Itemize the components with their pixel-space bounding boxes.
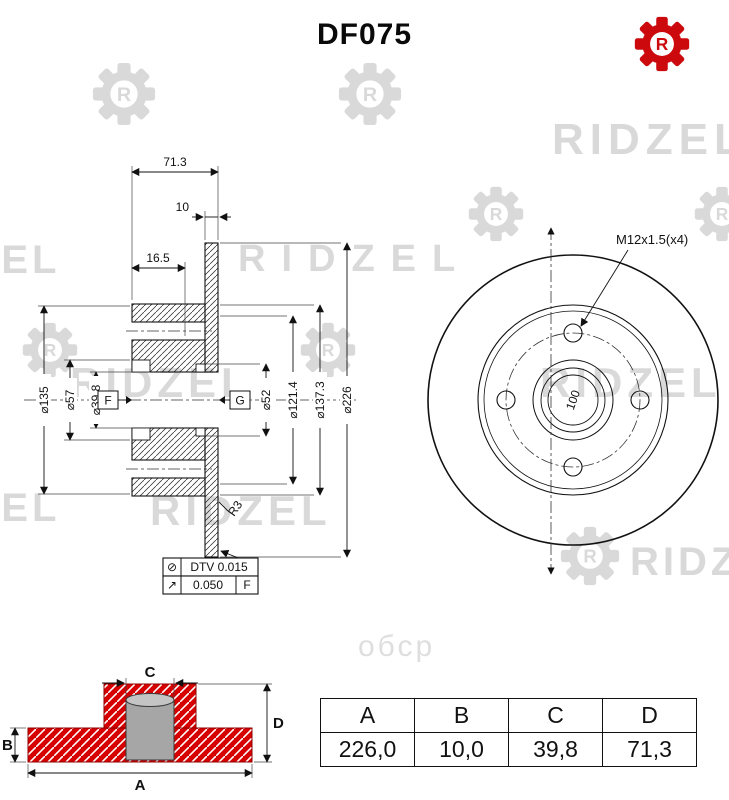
table-header-a: A (320, 698, 415, 733)
dimension-schematic: C D B A (2, 664, 284, 794)
dim-total-width: 71.3 (163, 155, 187, 169)
right-dimensions: G ⌀52 ⌀121.4 ⌀137.3 ⌀226 (206, 242, 354, 558)
bolt-circle (505, 332, 641, 468)
schematic-label-b: B (2, 737, 13, 754)
table-header-d: D (602, 698, 697, 733)
schematic-dimensions: C D B A (2, 664, 284, 794)
tolerance-2-symbol: ↗ (167, 578, 177, 592)
dim-dia-226: ⌀226 (340, 386, 354, 414)
section-outline (131, 242, 219, 558)
photo-watermark-text: обср (358, 630, 436, 663)
dim-dia-135: ⌀135 (37, 386, 51, 414)
front-view-circles (427, 254, 719, 546)
dim-dia-121-4: ⌀121.4 (286, 381, 300, 419)
table-header-b: B (414, 698, 509, 733)
bolt-holes (496, 323, 650, 477)
radius-note-label: R3 (225, 498, 245, 519)
table-header-row: A B C D (320, 698, 697, 733)
thread-spec-label: M12x1.5(x4) (616, 232, 688, 247)
dim-disc-thickness: 10 (176, 200, 190, 214)
watermark-text: RIDZEL (630, 540, 729, 584)
schematic-bore-top (125, 693, 175, 707)
schematic-bore-cylinder (125, 699, 175, 761)
pcd-label: 100 (563, 388, 583, 412)
table-value-c: 39,8 (508, 732, 603, 767)
section-view: 71.3 10 16.5 ⌀135 ⌀57 (24, 155, 356, 595)
part-number-title: DF075 (316, 18, 413, 51)
table-header-c: C (508, 698, 603, 733)
schematic-label-c: C (145, 664, 156, 681)
schematic-label-a: A (135, 777, 146, 794)
top-dimensions: 71.3 10 16.5 (131, 155, 231, 336)
bore-steps (131, 359, 206, 441)
datum-g-label: G (235, 394, 244, 408)
tolerance-frames: ⊘ DTV 0.015 ↗ 0.050 F (162, 549, 259, 595)
dimensions-table: A B C D 226,0 10,0 39,8 71,3 (320, 698, 697, 767)
dim-dia-52: ⌀52 (259, 389, 273, 410)
dim-dia-57: ⌀57 (63, 389, 77, 410)
left-dimensions: ⌀135 ⌀57 ⌀39.8 F (37, 305, 150, 495)
brand-gear-logo-icon (634, 16, 690, 72)
watermark-text: RIDZEL (0, 238, 61, 282)
table-value-a: 226,0 (320, 732, 415, 767)
datum-f-label: F (104, 394, 111, 408)
tolerance-1-value: DTV 0.015 (190, 560, 248, 574)
schematic-label-d: D (273, 715, 284, 732)
radius-note: R3 (218, 498, 245, 519)
table-value-d: 71,3 (602, 732, 697, 767)
table-value-row: 226,0 10,0 39,8 71,3 (320, 732, 697, 767)
dim-hub-depth: 16.5 (146, 251, 170, 265)
watermark-text: RIDZEL (552, 115, 729, 164)
dim-dia-137-3: ⌀137.3 (313, 381, 327, 419)
tolerance-2-value: 0.050 (193, 578, 223, 592)
tolerance-1-symbol: ⊘ (167, 560, 177, 574)
front-view: 100 M12x1.5(x4) (427, 227, 719, 575)
table-value-b: 10,0 (414, 732, 509, 767)
tolerance-2-datum: F (243, 578, 250, 592)
